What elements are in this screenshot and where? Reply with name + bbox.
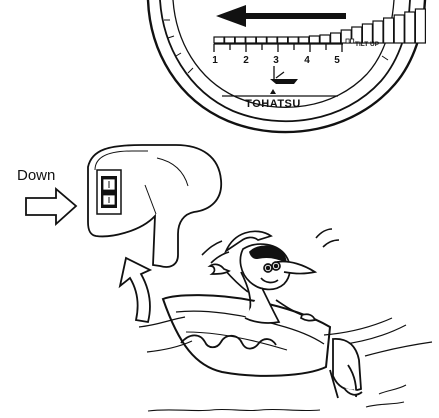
- trim-bar-segment: [255, 36, 267, 44]
- trim-bar-segment: [351, 26, 363, 44]
- scale-ticks: [213, 43, 343, 52]
- scale-number-5: 5: [334, 55, 340, 66]
- trim-bar-segment: [234, 36, 246, 44]
- scale-number-1: 1: [212, 55, 218, 66]
- brand-logo: TOHATSU: [245, 98, 301, 110]
- left-arrow-icon: [216, 5, 346, 27]
- trim-bar-segment: [266, 36, 278, 44]
- scale-numbers: 1 2 3 4 5: [212, 55, 340, 66]
- direction-label: Down: [17, 167, 55, 184]
- scale-number-4: 4: [304, 55, 310, 66]
- gauge-inner-ring: [159, 0, 411, 123]
- trim-bar-segment: [383, 17, 395, 44]
- trim-switch: [96, 169, 122, 215]
- tilt-up-label: TILT UP: [355, 41, 380, 48]
- trim-bar-segment: [393, 14, 405, 44]
- scale-number-2: 2: [243, 55, 249, 66]
- scale-number-3: 3: [273, 55, 279, 66]
- trim-bar-segment: [361, 23, 373, 44]
- trim-bar-segment: [277, 36, 289, 44]
- trim-bar-segment: [287, 36, 299, 44]
- trim-bar-segment: [245, 36, 257, 44]
- splash-icon: [201, 228, 340, 264]
- trim-bar-segment: [319, 34, 331, 44]
- up-curved-arrow-icon: [118, 256, 153, 324]
- trim-bar-end-segment: [350, 38, 355, 44]
- trim-gauge: 1 2 3 4 5 TILT UP TOHATSU: [146, 0, 427, 134]
- trim-bar-segment: [213, 36, 225, 44]
- gauge-bezel-ring: [172, 0, 395, 108]
- person-figure: [207, 230, 318, 324]
- boat-icon: [270, 66, 298, 84]
- right-arrow-icon: [25, 187, 78, 227]
- trim-bar-segment: [404, 11, 416, 44]
- trim-bar-grid: [213, 8, 426, 44]
- outboard-lower-unit: [329, 338, 363, 399]
- trim-bar-segment: [224, 36, 236, 44]
- trim-bar-segment: [308, 35, 320, 44]
- trim-bar-segment: [330, 32, 342, 44]
- gauge-outer-ring: [146, 0, 427, 134]
- water-surface: [138, 316, 433, 357]
- trim-bar-segment: [414, 8, 426, 44]
- wave-icon: [180, 334, 277, 350]
- spray-line: [147, 384, 407, 412]
- trim-bar-segment: [298, 36, 310, 44]
- remote-control-handle: [87, 144, 222, 268]
- pointer-marker: [270, 89, 276, 94]
- trim-bar-segment: [372, 20, 384, 44]
- trim-bar-end-segment: [345, 38, 350, 44]
- boat-hull: [161, 294, 332, 377]
